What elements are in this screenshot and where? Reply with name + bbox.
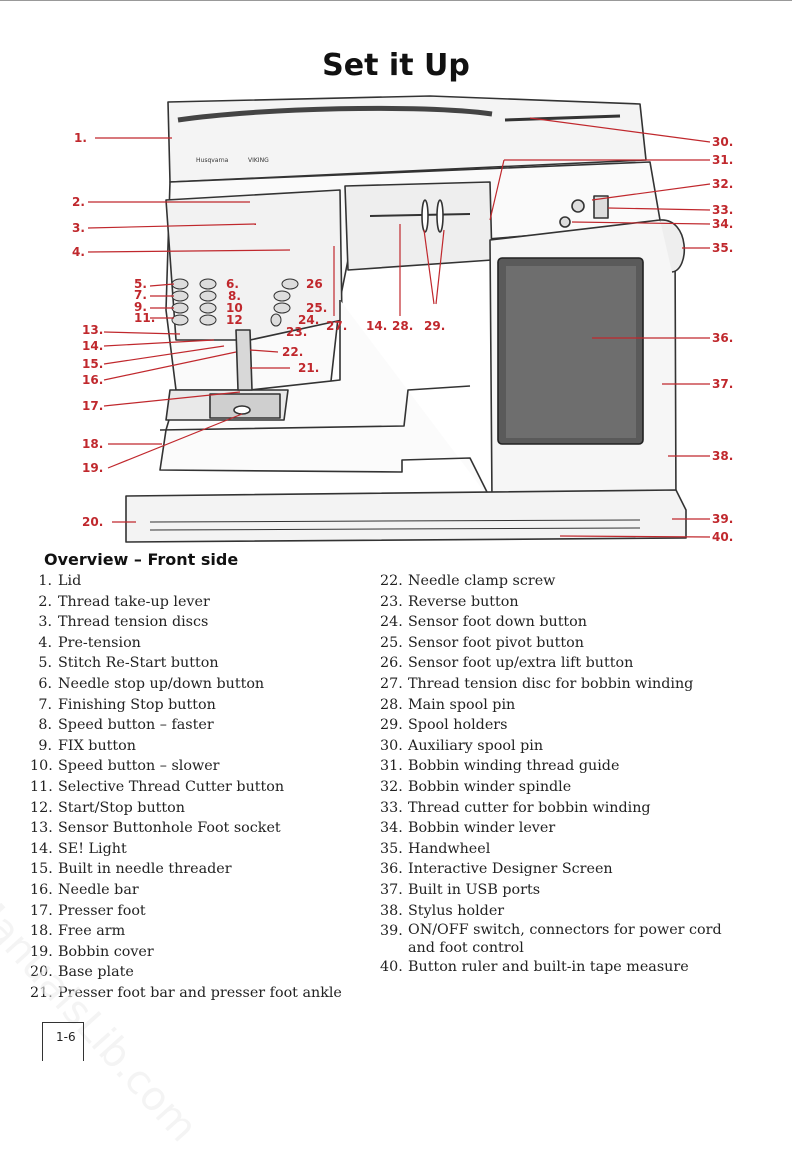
callout-21: 21. [298,361,319,375]
callout-36: 36. [712,331,733,345]
list-item: 20.Base plate [30,964,134,981]
overview-list-right: 22.Needle clamp screw 23.Reverse button … [380,571,728,978]
list-item: 4.Pre-tension [38,634,141,651]
list-item: 11.Selective Thread Cutter button [30,778,285,795]
list-item: 6.Needle stop up/down button [38,675,265,692]
section-heading: Overview – Front side [44,550,239,569]
callout-19: 19. [82,461,103,475]
list-item: 22.Needle clamp screw [380,573,556,589]
list-item: 33.Thread cutter for bobbin winding [380,799,651,816]
callout-32: 32. [712,177,733,191]
list-item: 36.Interactive Designer Screen [380,861,613,878]
callout-4: 4. [72,245,85,259]
callout-6: 6. [226,277,239,291]
callout-29: 29. [424,319,445,333]
callout-14b: 14. [366,319,387,333]
list-item: 30.Auxiliary spool pin [380,737,544,754]
callout-23: 23. [286,325,307,339]
brand-left-label: Husqvarna [196,157,229,164]
callout-37: 37. [712,377,733,391]
page-title: Set it Up [322,48,470,83]
list-item: 17.Presser foot [30,902,146,919]
list-item: 32.Bobbin winder spindle [380,778,572,795]
list-item: 28.Main spool pin [380,696,516,713]
list-item: 37.Built in USB ports [380,881,541,898]
overview-list-left: 1.Lid 2.Thread take-up lever 3.Thread te… [30,571,342,1003]
list-item: 38.Stylus holder [380,902,505,919]
callout-10: 10 [226,301,243,315]
callout-17: 17. [82,399,103,413]
list-item: 7.Finishing Stop button [38,696,216,713]
list-item: 3.Thread tension discs [38,614,209,631]
callout-34: 34. [712,217,733,231]
page-top-rule [0,0,792,1]
page-number-box [42,1022,84,1061]
callout-9: 9. [134,300,147,314]
list-item: 24.Sensor foot down button [380,614,587,631]
list-item: 40.Button ruler and built-in tape measur… [380,959,689,976]
list-item: 1.Lid [38,573,82,589]
callout-40: 40. [712,530,733,544]
list-item: 5.Stitch Re-Start button [38,655,219,672]
list-item: 15.Built in needle threader [30,861,232,878]
page-number: 1-6 [56,1030,76,1044]
callout-26: 26 [306,277,323,291]
list-item: 27.Thread tension disc for bobbin windin… [380,675,694,692]
machine-illustration [125,95,687,543]
callout-31: 31. [712,153,733,167]
callout-1: 1. [74,131,87,145]
callout-8: 8. [228,289,241,303]
list-item: 14.SE! Light [30,840,127,857]
callout-20: 20. [82,515,103,529]
list-item: 16.Needle bar [30,881,139,898]
callout-18: 18. [82,437,103,451]
callout-35: 35. [712,241,733,255]
callout-39: 39. [712,512,733,526]
callout-2: 2. [72,195,85,209]
callout-labels: 1. 2. 3. 4. 5. 6. 7. 8. 9. 10 11. 12 13.… [72,131,733,544]
callout-24: 24. [298,313,319,327]
list-item: 18.Free arm [30,923,126,940]
leader-lines [87,117,711,538]
list-item: 21.Presser foot bar and presser foot ank… [30,984,342,1001]
list-item: 29.Spool holders [380,717,508,734]
callout-25: 25. [306,301,327,315]
list-item: 25.Sensor foot pivot button [380,634,584,651]
callout-11: 11. [134,311,155,325]
list-item: 23.Reverse button [380,593,519,610]
callout-33: 33. [712,203,733,217]
list-item: 9.FIX button [38,737,136,754]
list-item: 34.Bobbin winder lever [380,820,556,837]
callout-16: 16. [82,373,103,387]
list-item: 26.Sensor foot up/extra lift button [380,655,634,672]
callout-3: 3. [72,221,85,235]
callout-14: 14. [82,339,103,353]
list-item: 10.Speed button – slower [30,758,220,775]
callout-12: 12 [226,313,243,327]
list-item: 35.Handwheel [380,840,491,857]
list-item: 39.ON/OFF switch, connectors for power c… [380,922,722,957]
callout-13: 13. [82,323,103,337]
brand-text: Husqvarna VIKING [196,157,269,164]
brand-right-label: VIKING [248,157,269,164]
sewing-machine-diagram: Husqvarna VIKING [72,95,733,544]
list-item: 13.Sensor Buttonhole Foot socket [30,820,281,837]
list-item: 19.Bobbin cover [30,943,154,960]
list-item: 31.Bobbin winding thread guide [380,758,620,775]
callout-27: 27. [326,319,347,333]
callout-22: 22. [282,345,303,359]
list-item: 2.Thread take-up lever [38,593,210,610]
list-item: 12.Start/Stop button [30,799,185,816]
callout-28: 28. [392,319,413,333]
callout-30: 30. [712,135,733,149]
callout-15: 15. [82,357,103,371]
list-item: 8.Speed button – faster [38,717,214,734]
callout-5: 5. [134,277,147,291]
callout-38: 38. [712,449,733,463]
callout-7: 7. [134,288,147,302]
